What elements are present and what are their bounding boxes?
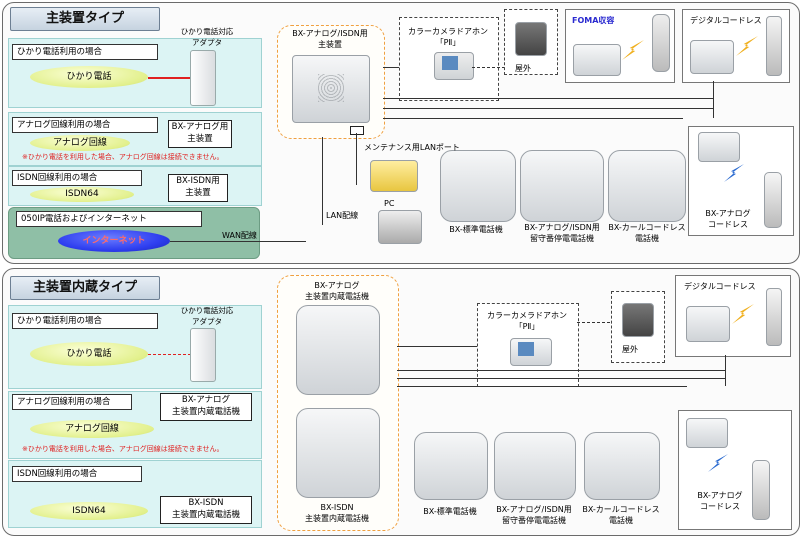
bottom-isdn-builtin-label: BX-ISDN 主装置内蔵電話機 (305, 503, 369, 523)
bottom-bus-vert (725, 355, 726, 386)
top-lan-label: LAN配線 (326, 211, 359, 220)
top-analog-cordless-handset-icon (764, 172, 782, 228)
top-adapter-label: ひかり電話対応 アダプタ (180, 27, 234, 47)
top-hikari-line (148, 77, 190, 79)
bottom-isdn-header: ISDN回線利用の場合 (12, 466, 142, 482)
top-phone-label-1: BX-標準電話機 (449, 225, 503, 234)
top-outside-label: 屋外 (515, 64, 531, 73)
top-bus-line-1 (383, 67, 399, 68)
top-isdn-oval: ISDN64 (30, 187, 134, 202)
bottom-analog-cordless-handset-icon (752, 460, 770, 520)
top-phone-label-2: BX-アナログ/ISDN用 留守番停電電話機 (524, 223, 600, 243)
bottom-camera-screen (518, 342, 534, 356)
bottom-camera-label: カラーカメラドアホン 「PⅡ」 (487, 311, 567, 331)
top-analog-header: アナログ回線利用の場合 (12, 117, 158, 133)
top-bus-line-2 (383, 98, 713, 99)
top-isdn-header: ISDN回線利用の場合 (12, 170, 142, 186)
top-foma-label: FOMA収容 (572, 16, 615, 25)
top-camera-label: カラーカメラドアホン 「PⅡ」 (408, 27, 488, 47)
top-digital-base-icon (690, 40, 734, 74)
bottom-digital-base-icon (686, 306, 730, 342)
bottom-analog-box: BX-アナログ 主装置内蔵電話機 (160, 393, 252, 421)
bottom-title: 主装置内蔵タイプ (10, 276, 160, 300)
bottom-adapter-icon (190, 328, 216, 382)
top-analog-oval: アナログ回線 (30, 135, 130, 151)
top-wan-line (170, 241, 306, 243)
top-camera-group (399, 17, 499, 101)
bottom-isdn-builtin-icon (296, 408, 380, 498)
bottom-phone-answering-icon (494, 432, 576, 500)
top-maintenance-label: メンテナンス用LANポート (364, 143, 460, 152)
top-phone-answering-icon (520, 150, 604, 222)
bottom-bus-line-4 (397, 386, 687, 387)
top-maint-line (356, 133, 357, 185)
top-foma-phone-icon (652, 14, 670, 72)
bottom-digital-cordless-label: デジタルコードレス (684, 282, 756, 291)
bottom-phone-label-2: BX-アナログ/ISDN用 留守番停電電話機 (496, 505, 572, 525)
top-main-unit-label: BX-アナログ/ISDN用 主装置 (292, 29, 368, 49)
bottom-hikari-line (148, 354, 190, 355)
bottom-phone-label-1: BX-標準電話機 (423, 507, 477, 516)
top-digital-cordless-label: デジタルコードレス (690, 16, 762, 25)
top-bus-line-3 (383, 108, 713, 109)
top-title: 主装置タイプ (10, 7, 160, 31)
top-laptop-icon (370, 160, 418, 192)
top-lan-line (322, 137, 323, 225)
bottom-digital-handset-icon (766, 288, 782, 346)
top-adapter-icon (190, 50, 216, 106)
top-outside-camera-icon (515, 22, 547, 56)
bottom-adapter-label: ひかり電話対応 アダプタ (180, 306, 234, 326)
bottom-analog-cordless-label: BX-アナログ コードレス (697, 491, 743, 511)
bottom-camera-link (577, 322, 611, 323)
top-isdn-box: BX-ISDN用 主装置 (168, 174, 228, 202)
top-main-unit-grille (318, 74, 344, 102)
top-digital-handset-icon (766, 16, 782, 76)
bottom-analog-builtin-label: BX-アナログ 主装置内蔵電話機 (305, 281, 369, 301)
top-ip-header: 050IP電話およびインターネット (16, 211, 202, 227)
top-pc-icon (378, 210, 422, 244)
top-bus-line-4 (383, 118, 683, 119)
top-hikari-oval: ひかり電話 (30, 66, 148, 88)
top-phone-standard-icon (440, 150, 516, 222)
bottom-analog-oval: アナログ回線 (30, 420, 154, 438)
top-phone-curl-icon (608, 150, 686, 222)
bottom-bus-line-3 (397, 378, 725, 379)
bottom-outside-camera-icon (622, 303, 654, 337)
top-camera-link (472, 67, 504, 68)
bottom-analog-builtin-icon (296, 305, 380, 395)
bottom-isdn-box: BX-ISDN 主装置内蔵電話機 (160, 496, 252, 524)
top-foma-unit-icon (573, 44, 621, 76)
top-analog-box: BX-アナログ用 主装置 (168, 120, 232, 148)
bottom-phone-label-3: BX-カールコードレス 電話機 (582, 505, 660, 525)
top-camera-screen (442, 56, 458, 70)
top-bus-vert (713, 81, 714, 118)
bottom-phone-curl-icon (584, 432, 660, 500)
bottom-bus-line-1 (397, 346, 477, 347)
bottom-analog-cordless-base-icon (686, 418, 728, 448)
bottom-bus-line-2 (397, 370, 725, 371)
top-analog-cordless-base-icon (698, 132, 740, 162)
top-pc-label: PC (384, 199, 395, 208)
bottom-hikari-oval: ひかり電話 (30, 342, 148, 366)
top-lan-port-icon (350, 126, 364, 135)
top-hikari-header: ひかり電話利用の場合 (12, 44, 158, 60)
bottom-analog-header: アナログ回線利用の場合 (12, 394, 132, 410)
top-internet-oval: インターネット (58, 230, 170, 252)
bottom-hikari-header: ひかり電話利用の場合 (12, 313, 158, 329)
top-wan-label: WAN配線 (222, 231, 257, 240)
bottom-outside-label: 屋外 (622, 345, 638, 354)
bottom-phone-standard-icon (414, 432, 488, 500)
bottom-isdn-oval: ISDN64 (30, 502, 148, 520)
top-phone-label-3: BX-カールコードレス 電話機 (608, 223, 686, 243)
bottom-analog-warning: ※ひかり電話を利用した場合、アナログ回線は接続できません。 (22, 445, 224, 453)
top-analog-warning: ※ひかり電話を利用した場合、アナログ回線は接続できません。 (22, 153, 224, 161)
top-analog-cordless-label: BX-アナログ コードレス (705, 209, 751, 229)
